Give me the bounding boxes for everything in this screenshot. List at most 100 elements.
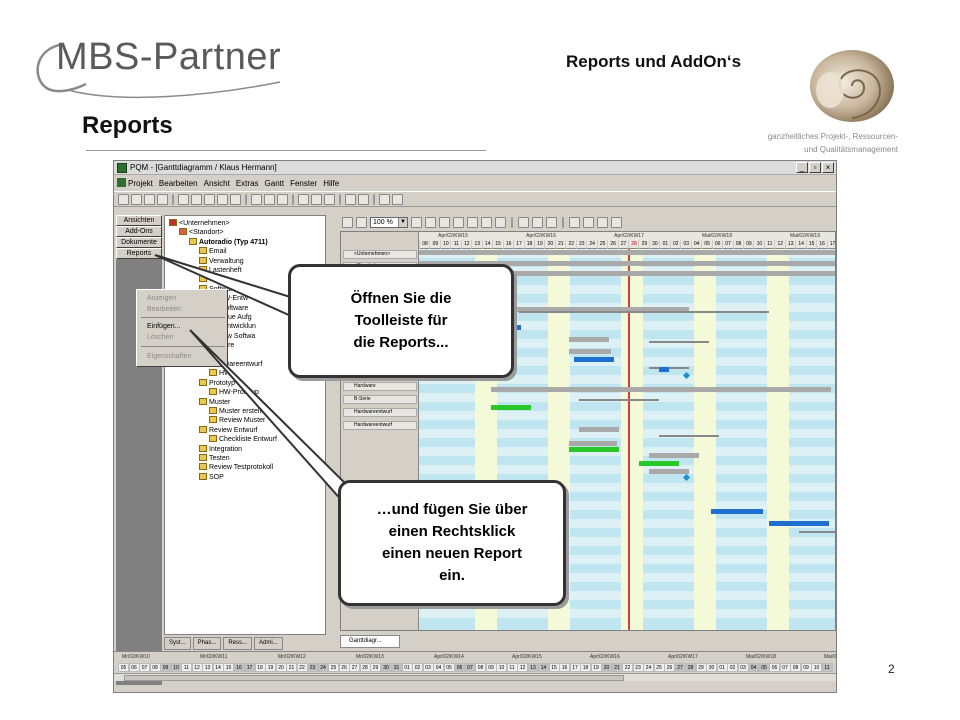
context-menu-item-0[interactable]: Anzeigen (147, 295, 177, 302)
tree-item[interactable]: HW-Prototyp (209, 388, 259, 397)
paste-icon[interactable] (230, 193, 241, 205)
arrow-right-icon[interactable] (481, 216, 492, 228)
filter-icon[interactable] (251, 193, 262, 205)
gantt-bar[interactable] (649, 469, 689, 474)
gantt-bar[interactable] (659, 435, 719, 437)
gantt-bar[interactable] (649, 367, 689, 369)
gantt-bar[interactable] (574, 357, 614, 362)
tab-1[interactable]: Phas... (192, 637, 222, 650)
menu-item-4[interactable]: Gantt (264, 178, 285, 188)
tree-item[interactable]: Testen (199, 454, 230, 463)
close-button[interactable]: × (822, 162, 834, 173)
gantt-bar[interactable] (569, 447, 619, 452)
tab-2[interactable]: Ress... (223, 637, 253, 650)
tree-item[interactable]: <Unternehmen> (169, 219, 230, 228)
gantt-bar[interactable] (419, 261, 835, 266)
nav-reports[interactable]: Reports (116, 248, 162, 259)
minimize-button[interactable]: _ (796, 162, 808, 173)
gantt-bar[interactable] (569, 337, 609, 342)
settings-icon[interactable] (392, 193, 403, 205)
chart-icon[interactable] (324, 193, 335, 205)
redo-icon[interactable] (191, 193, 202, 205)
nav-addons[interactable]: Add-Ons (116, 226, 162, 237)
check-icon[interactable] (495, 216, 506, 228)
arrow-right-icon[interactable] (611, 216, 622, 228)
context-menu-item-4[interactable]: Eigenschaften (147, 353, 192, 360)
menu-item-5[interactable]: Fenster (290, 178, 318, 188)
tab-gantt[interactable]: Ganttdiagr... (340, 635, 400, 648)
nav-dokumente[interactable]: Dokumente (116, 237, 162, 248)
scrollbar-thumb[interactable] (124, 675, 624, 681)
export-icon[interactable] (345, 193, 356, 205)
find-icon[interactable] (264, 193, 275, 205)
tree-item[interactable]: Review Testprotokoll (199, 463, 273, 472)
context-menu-item-1[interactable]: Bearbeiten (147, 306, 181, 313)
menu-item-2[interactable]: Ansicht (203, 178, 230, 188)
context-menu-item-2[interactable]: Einfügen... (147, 323, 181, 330)
tree-item[interactable]: Muster (199, 397, 230, 407)
milestone-icon[interactable] (682, 473, 691, 482)
menu-item-1[interactable]: Bearbeiten (158, 178, 198, 188)
horizontal-scrollbar[interactable] (114, 673, 836, 681)
help-icon[interactable] (358, 193, 369, 205)
gantt-bar[interactable] (491, 387, 831, 392)
gantt-bar[interactable] (491, 405, 531, 410)
gantt-bar[interactable] (449, 307, 689, 312)
bar-icon[interactable] (518, 216, 529, 228)
tree-item[interactable]: Muster erstellen (209, 407, 269, 416)
tree-item[interactable]: Review Muster (209, 416, 265, 425)
gantt-bar[interactable] (711, 509, 763, 514)
gantt-bar[interactable] (769, 521, 829, 526)
tab-0[interactable]: Syst... (164, 637, 191, 650)
zoom-icon[interactable] (277, 193, 288, 205)
gantt-bar[interactable] (659, 367, 669, 372)
indent-icon[interactable] (439, 216, 450, 228)
context-menu-item-3[interactable]: Löschen (147, 334, 174, 341)
calendar-icon[interactable] (298, 193, 309, 205)
gantt-bar[interactable] (419, 271, 835, 276)
tree-item[interactable]: Integration (199, 444, 242, 454)
undo-icon[interactable] (178, 193, 189, 205)
nav-ansichten[interactable]: Ansichten (116, 215, 162, 226)
arrow-left-icon[interactable] (467, 216, 478, 228)
tool-icon[interactable] (342, 216, 353, 228)
tree-item[interactable]: Autoradio (Typ 4711) (189, 237, 268, 247)
cut-icon[interactable] (204, 193, 215, 205)
link-icon[interactable] (311, 193, 322, 205)
tree-item[interactable]: Lastenheft (199, 266, 242, 275)
menu-item-6[interactable]: Hilfe (323, 178, 340, 188)
zoom-select[interactable]: 100 % ▼ (370, 216, 408, 228)
tree-item[interactable]: <Standort> (179, 228, 224, 237)
filter-icon[interactable] (546, 216, 557, 228)
gantt-bar[interactable] (579, 399, 659, 401)
gantt-bar[interactable] (569, 349, 611, 354)
outdent-icon[interactable] (453, 216, 464, 228)
restore-button[interactable]: ▫ (809, 162, 821, 173)
gantt-bar[interactable] (569, 441, 617, 446)
tree-item[interactable]: Checkliste Entwurf (209, 435, 277, 444)
print-icon[interactable] (157, 193, 168, 205)
arrow-left-icon[interactable] (569, 216, 580, 228)
tree-item[interactable]: HW- (209, 369, 233, 378)
arrow-left-icon[interactable] (597, 216, 608, 228)
tree-item[interactable]: Verwaltung (199, 256, 244, 266)
tree-item[interactable]: SOP (199, 472, 224, 482)
link-icon[interactable] (411, 216, 422, 228)
gantt-bar[interactable] (649, 453, 699, 458)
gantt-bar[interactable] (799, 531, 835, 533)
clock-icon[interactable] (356, 216, 367, 228)
label-icon[interactable] (532, 216, 543, 228)
gantt-bar[interactable] (419, 250, 835, 255)
tree-item[interactable]: Prototyp (199, 378, 235, 388)
copy-icon[interactable] (217, 193, 228, 205)
gantt-bar[interactable] (519, 311, 769, 313)
info-icon[interactable] (379, 193, 390, 205)
unlink-icon[interactable] (425, 216, 436, 228)
gantt-bar[interactable] (579, 427, 619, 432)
tree-item[interactable]: Email (199, 247, 227, 256)
menu-item-0[interactable]: Projekt (128, 178, 153, 188)
tree-item[interactable]: Sp (199, 275, 218, 284)
gantt-bar[interactable] (649, 341, 709, 343)
save-icon[interactable] (144, 193, 155, 205)
gantt-bar[interactable] (639, 461, 679, 466)
